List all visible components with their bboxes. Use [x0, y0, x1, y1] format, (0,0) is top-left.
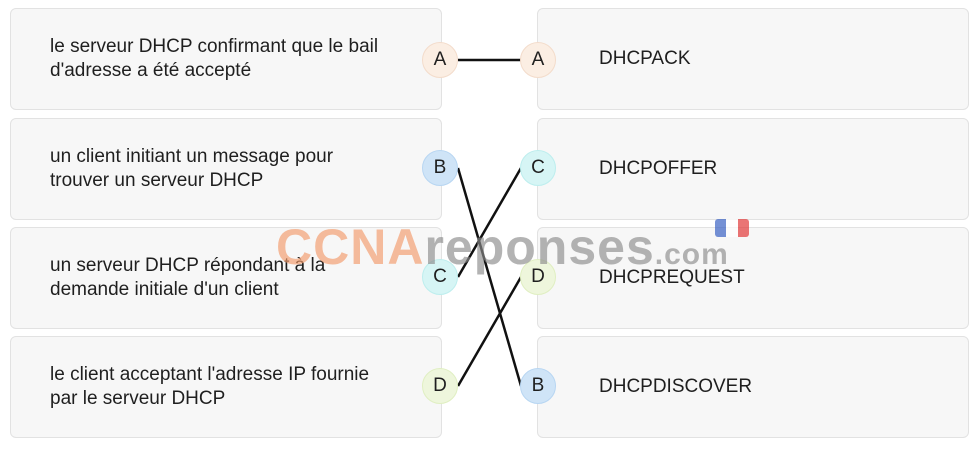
right-badge-c[interactable]: C [520, 150, 556, 186]
right-item-text: DHCPDISCOVER [599, 376, 753, 397]
right-item-text: DHCPREQUEST [599, 267, 745, 288]
left-item-text: un client initiant un message pour trouv… [50, 146, 334, 191]
connector-D [456, 276, 523, 387]
right-badge-b[interactable]: B [520, 368, 556, 404]
left-item-text: un serveur DHCP répondant à la demande i… [50, 255, 326, 300]
right-badge-d[interactable]: D [520, 259, 556, 295]
left-item-text: le client acceptant l'adresse IP fournie… [50, 364, 370, 409]
watermark-com: .com [654, 238, 729, 271]
left-badge-a[interactable]: A [422, 42, 458, 78]
connector-B [456, 167, 523, 387]
french-flag-icon [715, 219, 749, 237]
watermark-reponses: reponses [424, 219, 655, 275]
left-item-2: un client initiant un message pour trouv… [10, 118, 442, 220]
watermark: CCNAreponses.com [276, 218, 729, 276]
left-item-text: le serveur DHCP confirmant que le bail d… [50, 36, 379, 81]
right-item-3: DHCPREQUEST [537, 227, 969, 329]
right-item-2: DHCPOFFER [537, 118, 969, 220]
left-badge-d[interactable]: D [422, 368, 458, 404]
right-badge-a[interactable]: A [520, 42, 556, 78]
right-item-1: DHCPACK [537, 8, 969, 110]
watermark-ccna: CCNA [276, 219, 425, 275]
right-item-text: DHCPACK [599, 48, 691, 69]
right-item-text: DHCPOFFER [599, 158, 718, 179]
right-item-4: DHCPDISCOVER [537, 336, 969, 438]
left-badge-c[interactable]: C [422, 259, 458, 295]
left-badge-b[interactable]: B [422, 150, 458, 186]
left-item-4: le client acceptant l'adresse IP fournie… [10, 336, 442, 438]
left-item-1: le serveur DHCP confirmant que le bail d… [10, 8, 442, 110]
left-item-3: un serveur DHCP répondant à la demande i… [10, 227, 442, 329]
